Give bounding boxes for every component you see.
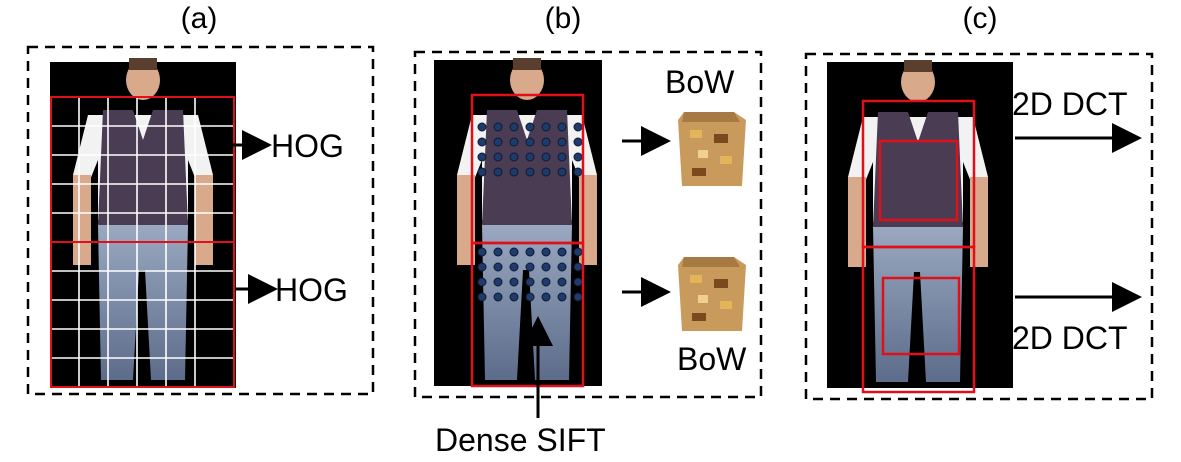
panel-b-lower-box	[470, 241, 585, 388]
panel-a-lower-box	[50, 241, 235, 388]
panel-b-bow-upper: BoW	[665, 64, 735, 100]
panel-c-frame	[804, 52, 1154, 401]
panel-a-label: (a)	[180, 2, 218, 35]
panel-c-dct-upper: 2D DCT	[1012, 86, 1128, 122]
panel-b-sift-dots-lower	[477, 247, 583, 302]
panel-b-sift-dots-upper	[477, 122, 583, 177]
panel-a-frame	[26, 45, 375, 396]
panel-c-dct-lower: 2D DCT	[1012, 320, 1128, 356]
panel-c-label: (c)	[962, 2, 998, 35]
panel-c-upper-inner-box	[878, 139, 959, 222]
panel-b-bow-lower: BoW	[677, 341, 747, 377]
panel-b-label: (b)	[544, 2, 582, 35]
panel-b-bag-lower-icon	[678, 257, 746, 331]
panel-b-bag-upper-icon	[678, 112, 746, 186]
panel-a-hog-upper: HOG	[271, 128, 344, 164]
panel-c-lower-inner-box	[881, 276, 961, 356]
panel-a-hog-lower: HOG	[275, 272, 348, 308]
panel-b-frame	[413, 50, 763, 399]
panel-c-lower-box	[861, 245, 976, 394]
panel-b-dense-sift-label: Dense SIFT	[435, 422, 606, 458]
